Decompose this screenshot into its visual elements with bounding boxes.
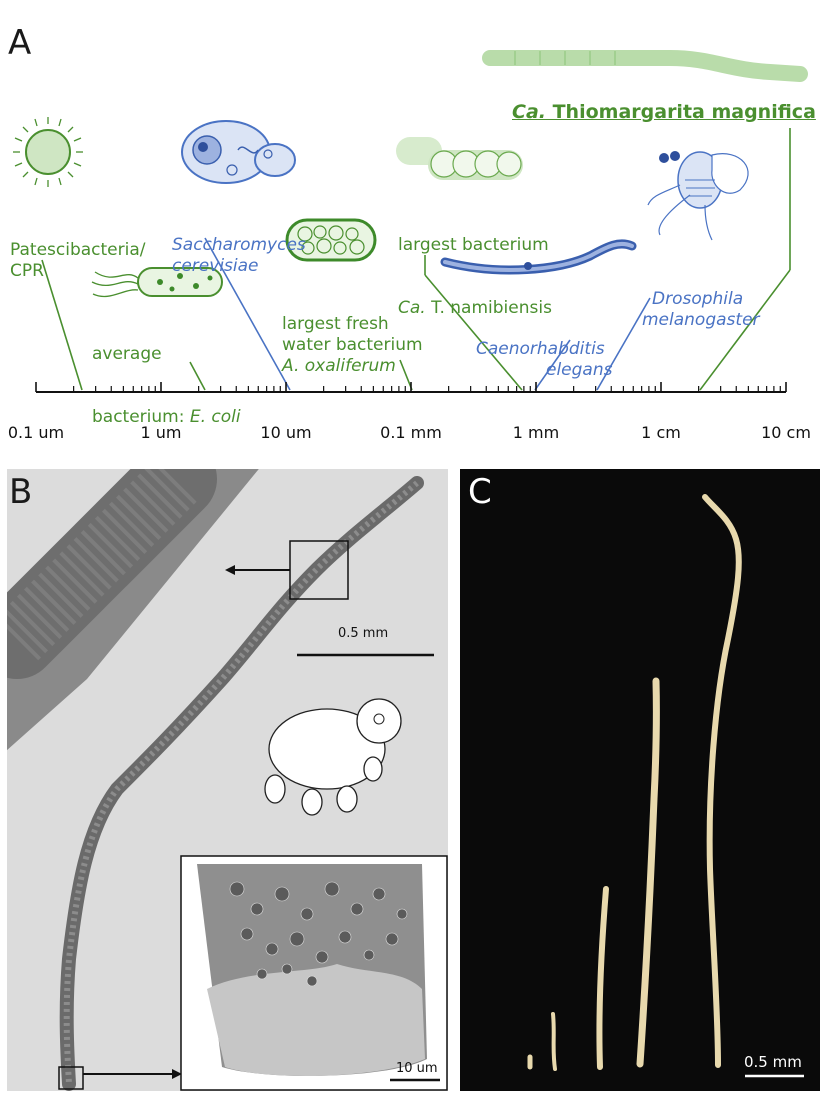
magnifica-illustration xyxy=(482,50,808,82)
panel-c-photo: C 0.5 mm xyxy=(460,469,820,1091)
patescibacteria-label: Patescibacteria/CPR xyxy=(10,240,146,281)
panel-c-letter: C xyxy=(468,472,492,512)
tick-label: 1 mm xyxy=(512,423,560,442)
tick-label: 0.1 um xyxy=(7,423,65,442)
oxaliferum-illustration xyxy=(285,218,377,262)
tick-label: 1 cm xyxy=(641,423,681,442)
tick-label: 0.1 mm xyxy=(380,423,442,442)
celegans-illustration xyxy=(440,239,637,275)
panel-a-figure xyxy=(13,50,808,393)
scalebar-c-label: 0.5 mm xyxy=(744,1053,802,1071)
scalebar-b-inset-label: 10 um xyxy=(396,1061,438,1076)
drosophila-illustration xyxy=(647,151,749,241)
panel-b-micrograph: B 0.5 mm 10 um xyxy=(7,469,448,1091)
ecoli-label: average bacterium: E. coli xyxy=(92,344,241,427)
ecoli-illustration xyxy=(91,267,223,298)
namibiensis-illustration xyxy=(396,137,523,180)
tick-label: 10 cm xyxy=(761,423,811,442)
tick-label: 1 um xyxy=(140,423,182,442)
magnifica-label: Ca. Thiomargarita magnifica xyxy=(512,101,816,123)
patescibacteria-illustration xyxy=(13,117,83,187)
panel-a-letter: A xyxy=(8,23,32,63)
panel-b-letter: B xyxy=(9,472,33,512)
tick-label: 10 um xyxy=(260,423,312,442)
yeast-illustration xyxy=(181,120,296,184)
scalebar-b-label: 0.5 mm xyxy=(338,626,389,641)
namibiensis-label: largest bacterium Ca. T. namibiensis xyxy=(398,235,552,318)
